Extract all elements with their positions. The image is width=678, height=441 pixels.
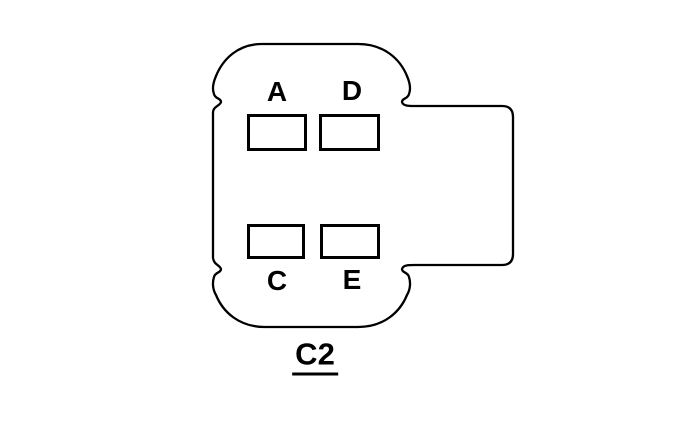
pin-label-d: D bbox=[341, 75, 363, 106]
pin-label-c: C bbox=[266, 265, 288, 296]
pin-label-e: E bbox=[342, 264, 362, 295]
connector-designation-label: C2 bbox=[292, 339, 338, 376]
pin-cavity-a bbox=[247, 114, 307, 151]
pin-cavity-d bbox=[319, 114, 380, 151]
pin-cavity-c bbox=[247, 224, 305, 259]
pin-cavity-e bbox=[320, 224, 380, 259]
pin-label-a: A bbox=[266, 76, 288, 107]
